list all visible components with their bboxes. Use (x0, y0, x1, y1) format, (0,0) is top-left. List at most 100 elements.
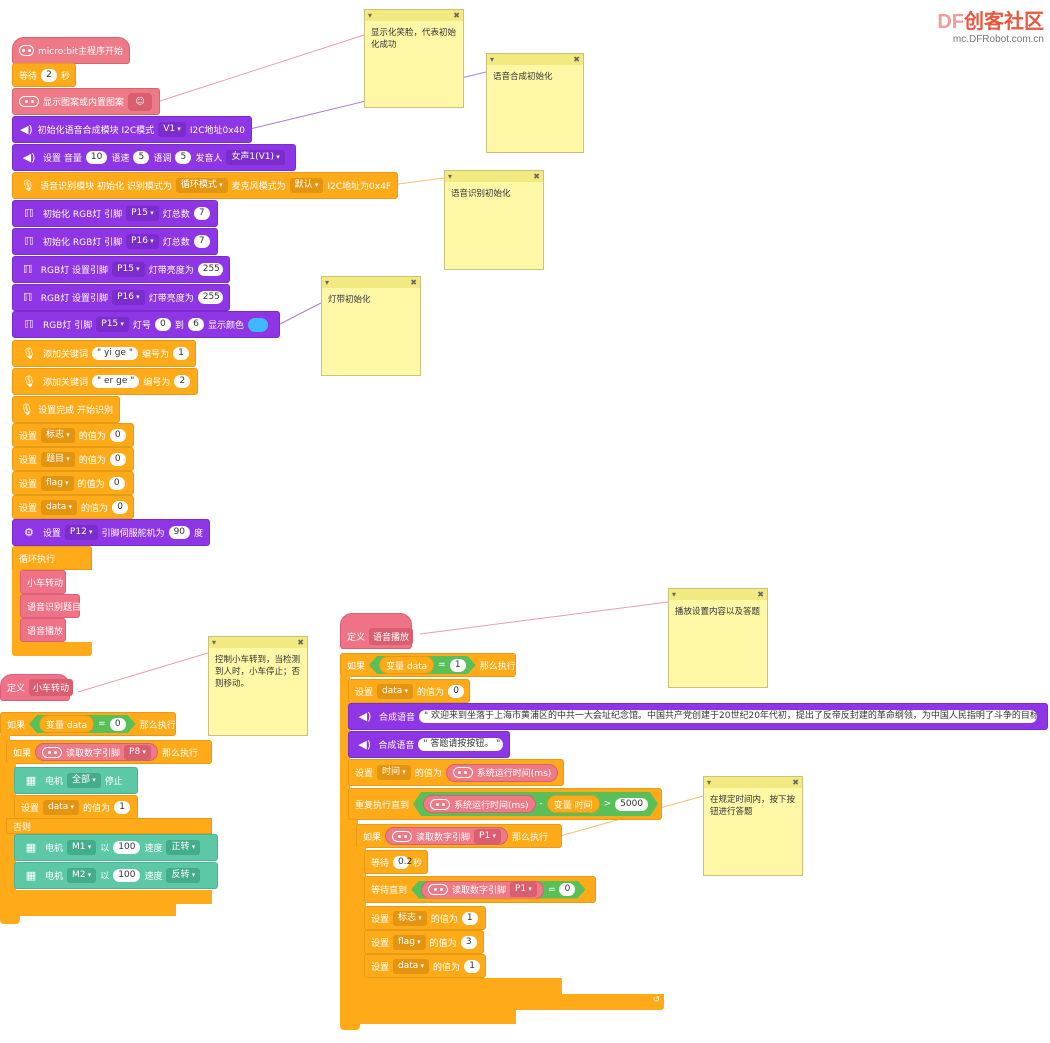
color-swatch[interactable] (247, 317, 268, 332)
collapse-icon[interactable]: ▾ (707, 777, 712, 787)
motor-speed-value[interactable]: 100 (113, 869, 141, 882)
call-car-turn-block[interactable]: 小车转动 (20, 570, 66, 594)
var-value[interactable]: 0 (109, 452, 126, 466)
compare-value[interactable]: 1 (450, 659, 466, 672)
tts-mode-dropdown[interactable]: V1 (158, 122, 186, 137)
main-hat-block[interactable]: micro:bit主程序开始 (12, 37, 130, 64)
set-var-block-0[interactable]: 设置 标志 的值为 0 (12, 423, 134, 447)
var-dropdown[interactable]: flag (393, 934, 426, 950)
led-count-value[interactable]: 7 (193, 207, 210, 220)
close-icon[interactable]: ✖ (573, 54, 580, 64)
set-data-block[interactable]: 设置 data 的值为 0 (348, 679, 470, 703)
close-icon[interactable]: ✖ (297, 637, 304, 647)
repeat-until-block[interactable]: 重复执行直到 系统运行时间(ms) - 变量 时间 > 5000 (348, 788, 662, 820)
led-from-value[interactable]: 0 (154, 318, 171, 331)
if-data-block[interactable]: 如果 变量 data = 0 那么执行 (0, 712, 176, 736)
rgb-pin-dropdown[interactable]: P16 (112, 290, 145, 305)
var-dropdown[interactable]: data (41, 499, 78, 515)
set-flag-sign-block[interactable]: 设置 标志 的值为 1 (364, 906, 486, 930)
read-pin-reporter[interactable]: 读取数字引脚 P1 (385, 827, 508, 845)
rgb-init-block-1[interactable]: ℿ 初始化 RGB灯 引脚 P15 灯总数 7 (12, 200, 218, 227)
var-value[interactable]: 1 (464, 959, 481, 973)
direction-dropdown[interactable]: 正转 (166, 840, 201, 855)
tts-set-block[interactable]: ◀) 设置 音量 10 语速 5 语调 5 发音人 女声1(V1) (12, 144, 296, 171)
equals-condition[interactable]: 变量 data = 0 (29, 715, 136, 733)
note-tts-init[interactable]: ▾✖ 语音合成初始化 (486, 53, 584, 153)
if-pin-block[interactable]: 如果 读取数字引脚 P1 那么执行 (356, 824, 562, 848)
note-car-turn[interactable]: ▾✖ 控制小车转到，当检测到人时，小车停止；否则移动。 (208, 636, 308, 736)
note-led-init[interactable]: ▾✖ 灯带初始化 (321, 276, 421, 376)
collapse-icon[interactable]: ▾ (490, 54, 495, 64)
var-dropdown[interactable]: 时间 (377, 765, 411, 780)
var-dropdown[interactable]: data (377, 683, 414, 699)
rgb-show-color-block[interactable]: ℿ RGB灯 引脚 P15 灯号 0 到 6 显示颜色 (12, 311, 280, 338)
forever-loop-block[interactable]: 循环执行 (12, 546, 92, 570)
set-var-block-3[interactable]: 设置 data 的值为 0 (12, 495, 134, 519)
collapse-icon[interactable]: ▾ (368, 10, 373, 20)
var-value[interactable]: 0 (108, 476, 125, 490)
tone-value[interactable]: 5 (175, 151, 192, 164)
speed-value[interactable]: 5 (133, 151, 150, 164)
rgb-pin-dropdown[interactable]: P15 (126, 206, 159, 221)
show-icon-block[interactable]: 显示图案或内置图案 ☺ (12, 88, 160, 115)
compare-value[interactable]: 5000 (615, 798, 648, 811)
motor-stop-block[interactable]: ▦ 电机 全部 停止 (14, 767, 138, 794)
greater-condition[interactable]: 系统运行时间(ms) - 变量 时间 > 5000 (413, 792, 658, 816)
collapse-icon[interactable]: ▾ (212, 637, 217, 647)
led-to-value[interactable]: 6 (187, 318, 204, 331)
set-var-block-1[interactable]: 设置 题目 的值为 0 (12, 447, 134, 471)
set-time-block[interactable]: 设置 时间 的值为 系统运行时间(ms) (348, 759, 564, 786)
subtract-reporter[interactable]: 系统运行时间(ms) (423, 795, 535, 813)
read-pin-reporter[interactable]: 读取数字引脚 P8 (35, 743, 158, 761)
wait-block[interactable]: 等待 0.2 秒 (364, 850, 428, 874)
rgb-pin-dropdown[interactable]: P15 (96, 317, 129, 332)
rgb-pin-dropdown[interactable]: P16 (126, 234, 159, 249)
var-value[interactable]: 1 (461, 911, 478, 925)
rgb-brightness-block-2[interactable]: ℿ RGB灯 设置引脚 P16 灯带亮度为 255 (12, 284, 230, 311)
compare-value[interactable]: 0 (559, 883, 575, 896)
rgb-pin-dropdown[interactable]: P15 (112, 262, 145, 277)
var-dropdown[interactable]: 标志 (41, 427, 75, 443)
close-icon[interactable]: ✖ (453, 10, 460, 20)
variable-reporter[interactable]: 变量 data (39, 715, 94, 733)
wait-until-block[interactable]: 等待直到 读取数字引脚 P1 = 0 (364, 876, 596, 903)
motor-select-dropdown[interactable]: M1 (67, 840, 97, 855)
var-dropdown[interactable]: data (393, 958, 430, 974)
note-answer[interactable]: ▾✖ 在规定时间内，按下按钮进行答题 (703, 776, 803, 876)
tts-text-value[interactable]: " 欢迎来到坐落于上海市黄浦区的中共一大会址纪念馆。中国共产党创建于20世纪20… (419, 710, 1038, 723)
note-asr-init[interactable]: ▾✖ 语音识别初始化 (444, 170, 544, 270)
tts-speak-block-1[interactable]: ◀) 合成语音 " 欢迎来到坐落于上海市黄浦区的中共一大会址纪念馆。中国共产党创… (348, 703, 1048, 730)
var-dropdown[interactable]: data (43, 799, 80, 815)
motor-m1-block[interactable]: ▦ 电机 M1 以 100 速度 正转 (14, 834, 218, 861)
set-data-block[interactable]: 设置 data 的值为 1 (14, 795, 138, 819)
keyword-text[interactable]: " er ge " (92, 375, 140, 388)
motor-speed-value[interactable]: 100 (113, 841, 141, 854)
equals-condition[interactable]: 变量 data = 1 (369, 656, 476, 674)
wait-value[interactable]: 0.2 (393, 855, 412, 869)
rgb-brightness-block-1[interactable]: ℿ RGB灯 设置引脚 P15 灯带亮度为 255 (12, 256, 230, 283)
brightness-value[interactable]: 255 (197, 291, 223, 304)
define-car-turn-block[interactable]: 定义 小车转动 (0, 674, 74, 701)
servo-angle-value[interactable]: 90 (168, 526, 190, 539)
tts-text-value[interactable]: " 答题请按按钮。 " (418, 738, 503, 751)
var-dropdown[interactable]: flag (41, 475, 74, 491)
direction-dropdown[interactable]: 反转 (166, 868, 201, 883)
note-voice-play[interactable]: ▾✖ 播放设置内容以及答题 (668, 588, 768, 688)
collapse-icon[interactable]: ▾ (325, 277, 330, 287)
keyword-id-value[interactable]: 2 (174, 375, 191, 388)
runtime-reporter[interactable]: 系统运行时间(ms) (445, 763, 559, 782)
keyword-text[interactable]: " yi ge " (92, 347, 138, 360)
var-value[interactable]: 1 (114, 800, 131, 814)
set-flag-block[interactable]: 设置 flag 的值为 3 (364, 930, 484, 954)
pin-dropdown[interactable]: P8 (124, 744, 151, 760)
var-value[interactable]: 0 (448, 684, 465, 698)
mic-dropdown[interactable]: 默认 (289, 178, 324, 193)
collapse-icon[interactable]: ▾ (672, 589, 677, 599)
collapse-icon[interactable]: ▾ (448, 171, 453, 181)
close-icon[interactable]: ✖ (533, 171, 540, 181)
tts-init-block[interactable]: ◀) 初始化语音合成模块 I2C模式 V1 I2C地址0x40 (12, 116, 252, 143)
keyword-id-value[interactable]: 1 (172, 347, 189, 360)
led-count-value[interactable]: 7 (193, 235, 210, 248)
speaker-dropdown[interactable]: 女声1(V1) (226, 150, 285, 165)
note-smiley[interactable]: ▾✖ 显示化笑脸，代表初始化成功 (364, 9, 464, 108)
